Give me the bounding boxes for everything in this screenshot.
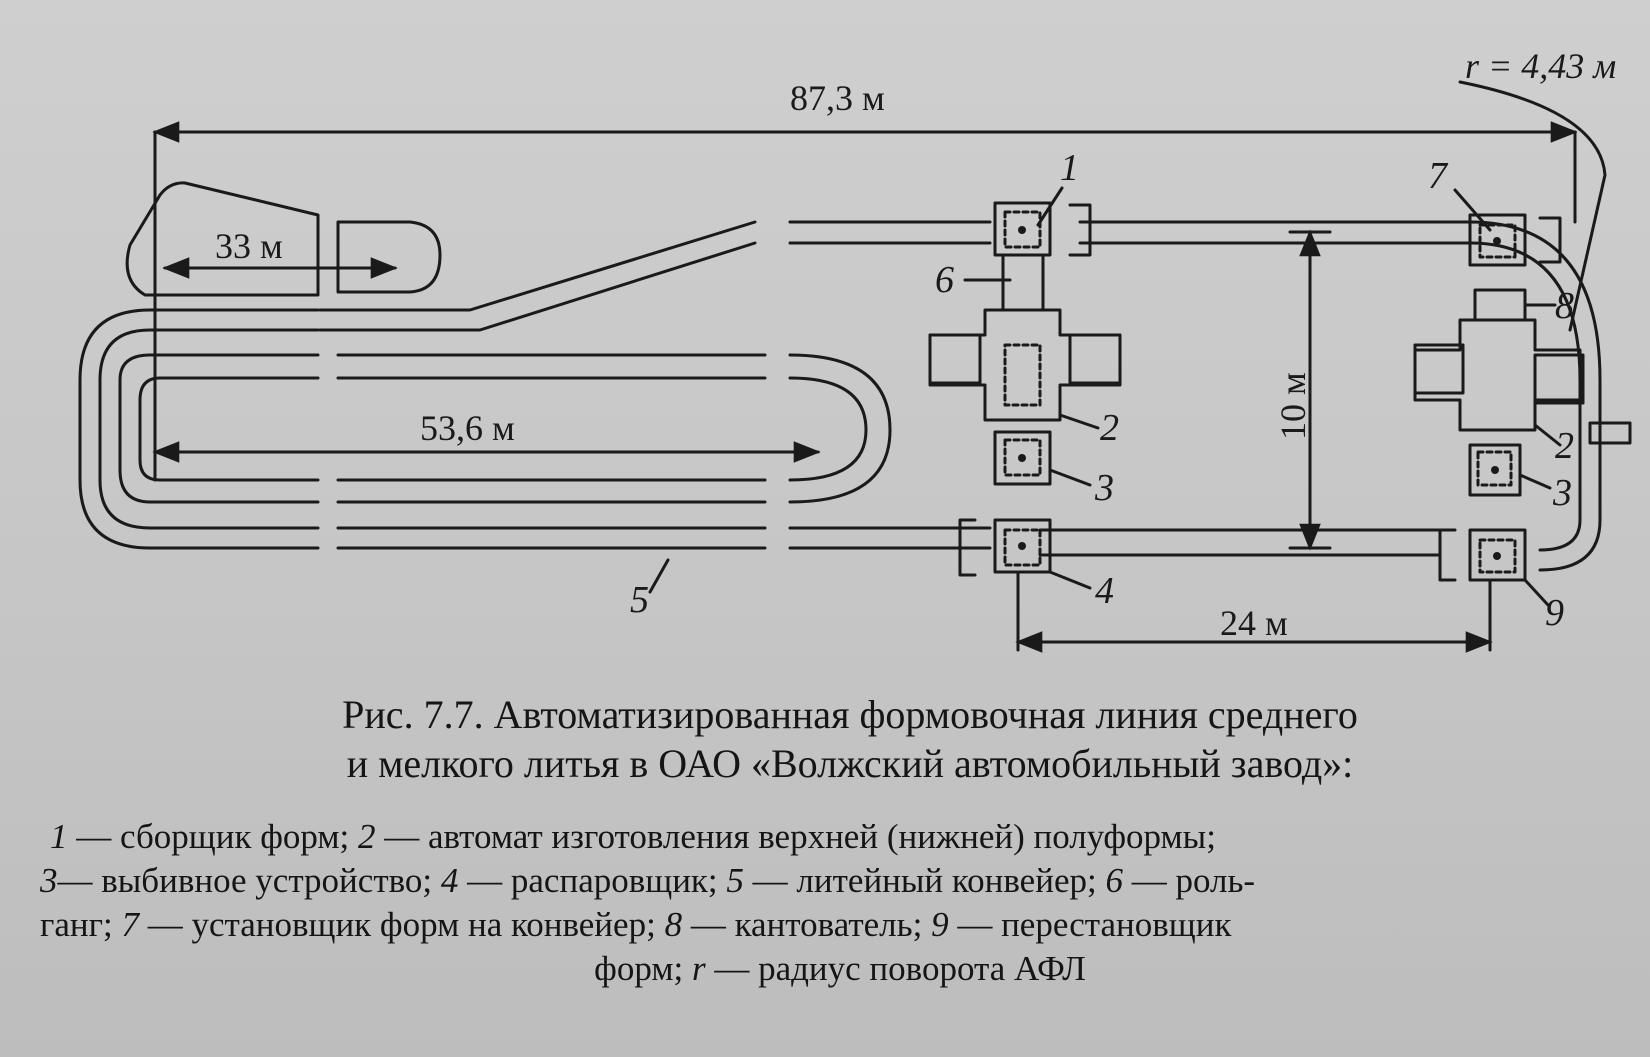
station-2-side-right xyxy=(1068,333,1122,385)
station-9-inner xyxy=(1478,538,1517,574)
callout-8: 8 xyxy=(1555,285,1574,327)
bottom-rails xyxy=(336,526,1442,557)
legend-key-2: 2 xyxy=(357,817,376,856)
label-10m: 10 м xyxy=(1273,372,1313,440)
station-1-inner xyxy=(1003,210,1042,249)
inner-loop-turn xyxy=(788,353,892,504)
station-2b-body xyxy=(1413,318,1582,432)
leader-2b xyxy=(1533,423,1562,447)
inner-loop-bottom xyxy=(336,478,767,504)
callout-4: 4 xyxy=(1095,570,1114,612)
legend-text-9: — перестановщик xyxy=(948,905,1232,944)
label-overall-length: 87,3 м xyxy=(790,78,885,118)
legend-key-6: 6 xyxy=(1105,861,1123,900)
station-7-inner xyxy=(1478,223,1517,259)
station-3b-inner xyxy=(1476,450,1513,487)
station-2b-side-right xyxy=(1533,353,1585,405)
leader-3a xyxy=(1048,468,1092,487)
station-2b-side-left xyxy=(1413,343,1465,395)
station-2-side-left xyxy=(928,333,982,385)
callout-7: 7 xyxy=(1428,155,1449,197)
legend-text-r: — радиус поворота АФЛ xyxy=(705,949,1086,988)
callout-2a: 2 xyxy=(1100,407,1119,449)
legend-key-r: r xyxy=(691,949,706,988)
leader-3b xyxy=(1518,473,1552,490)
station-2-inner xyxy=(1003,343,1042,407)
legend-line-4: форм; r — радиус поворота АФЛ xyxy=(40,947,1640,991)
legend-text-8: — кантователь; xyxy=(682,905,932,944)
station-3-inner xyxy=(1003,438,1042,477)
legend-text-4: — распаровщик; xyxy=(458,861,727,900)
figure-caption: Рис. 7.7. Автоматизированная формовочная… xyxy=(150,690,1550,788)
legend-key-9: 9 xyxy=(931,905,949,944)
station-4-inner xyxy=(1003,528,1042,567)
legend-text-9b: форм; xyxy=(594,949,692,988)
legend-text-1: — сборщик форм; xyxy=(67,817,358,856)
legend-key-8: 8 xyxy=(664,905,683,944)
legend-text-7: — установщик форм на конвейер; xyxy=(138,905,665,944)
station-9-box xyxy=(1468,528,1527,582)
station-9-bracket xyxy=(1438,528,1457,582)
left-area-outline-right xyxy=(336,220,442,294)
leader-5 xyxy=(648,558,670,594)
callout-3b: 3 xyxy=(1552,472,1572,514)
legend-text-6: — роль- xyxy=(1122,861,1256,900)
dim-24-ext xyxy=(1016,570,1492,652)
station-4-bracket xyxy=(958,518,977,577)
conveyor-left-rail-2 xyxy=(98,328,320,530)
label-33m: 33 м xyxy=(215,226,283,266)
leader-7 xyxy=(1453,188,1492,232)
leader-2a xyxy=(1058,413,1100,430)
legend-line-2: 3— выбивное устройство; 4 — распаровщик;… xyxy=(40,859,1640,903)
legend-line-3: ганг; 7 — установщик форм на конвейер; 8… xyxy=(40,903,1640,947)
legend-key-5: 5 xyxy=(726,861,744,900)
callout-5: 5 xyxy=(630,579,649,621)
conveyor-left-rail xyxy=(78,308,320,550)
station-3-box xyxy=(993,430,1052,486)
radius-end-stub xyxy=(1588,421,1632,445)
leader-1 xyxy=(1036,186,1064,227)
tilter-8 xyxy=(1473,288,1527,322)
label-53m: 53,6 м xyxy=(420,408,515,448)
rollgang-6 xyxy=(1001,253,1045,312)
legend-key-3: 3 xyxy=(40,861,58,900)
conveyor-outer-rail xyxy=(318,220,1602,572)
caption-line-1: Рис. 7.7. Автоматизированная формовочная… xyxy=(342,692,1358,737)
leader-4 xyxy=(1048,570,1092,590)
station-1-bracket xyxy=(1068,203,1092,257)
callout-3a: 3 xyxy=(1094,467,1114,509)
callout-1: 1 xyxy=(1060,147,1079,189)
label-24m: 24 м xyxy=(1220,603,1288,643)
station-7-box xyxy=(1468,213,1527,267)
caption-line-2: и мелкого литья в ОАО «Волжский автомоби… xyxy=(346,741,1354,786)
label-radius: r = 4,43 м xyxy=(1465,46,1616,86)
legend-line-1: 1 — сборщик форм; 2 — автомат изготовлен… xyxy=(40,815,1640,859)
radius-leader xyxy=(1458,80,1607,332)
station-4-box xyxy=(993,518,1052,574)
station-3b-box xyxy=(1468,443,1522,497)
legend-text-2: — автомат изготовления верхней (нижней) … xyxy=(375,817,1216,856)
legend-text-3: — выбивное устройство; xyxy=(57,861,441,900)
molding-line-diagram: 87,3 м r = 4,43 м 33 м 53,6 м 10 м 24 м … xyxy=(78,46,1632,653)
legend-key-4: 4 xyxy=(440,861,459,900)
callout-2b: 2 xyxy=(1555,425,1574,467)
legend-text-5: — литейный конвейер; xyxy=(743,861,1106,900)
leader-9 xyxy=(1523,578,1550,607)
callout-9: 9 xyxy=(1545,592,1564,634)
callout-6: 6 xyxy=(935,259,954,301)
conveyor-outer-rail-2 xyxy=(318,241,1582,552)
left-area-outline xyxy=(125,181,320,297)
dim-10-ticks xyxy=(1288,230,1332,550)
legend-key-1: 1 xyxy=(50,817,68,856)
inner-loop-top xyxy=(336,353,767,380)
legend-text-6b: ганг; xyxy=(40,905,122,944)
figure-legend: 1 — сборщик форм; 2 — автомат изготовлен… xyxy=(40,815,1640,991)
dim-overall-ext xyxy=(153,130,1577,482)
conveyor-left-rail-3 xyxy=(118,353,320,504)
legend-key-7: 7 xyxy=(121,905,139,944)
station-7-bracket xyxy=(1538,216,1562,264)
conveyor-left-rail-4 xyxy=(138,376,320,482)
